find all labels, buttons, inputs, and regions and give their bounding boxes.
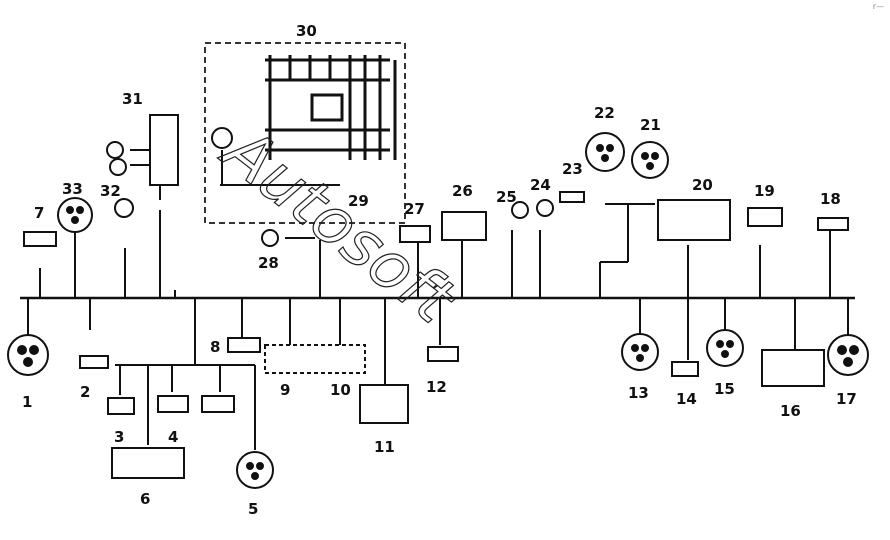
round-connector-icon xyxy=(706,329,744,367)
callout-5: 5 xyxy=(248,500,258,518)
callout-26: 26 xyxy=(452,182,473,200)
rect-connector-icon xyxy=(201,395,235,413)
rect-connector-icon xyxy=(747,207,783,227)
callout-labels: 1 2 3 4 5 6 7 8 9 10 11 12 13 14 15 16 1… xyxy=(22,22,857,518)
rect-connector-icon xyxy=(264,344,366,374)
callout-25: 25 xyxy=(496,188,517,206)
round-connector-icon xyxy=(7,334,49,376)
callout-29: 29 xyxy=(348,192,369,210)
callout-33: 33 xyxy=(62,180,83,198)
callout-30: 30 xyxy=(296,22,317,40)
rect-connector-icon xyxy=(359,384,409,424)
rect-connector-icon xyxy=(79,355,109,369)
callout-8: 8 xyxy=(210,338,220,356)
callout-22: 22 xyxy=(594,104,615,122)
callout-23: 23 xyxy=(562,160,583,178)
switch-icon xyxy=(109,158,127,176)
switch-icon xyxy=(106,141,124,159)
relay-icon xyxy=(149,114,179,186)
rect-connector-icon xyxy=(671,361,699,377)
callout-1: 1 xyxy=(22,393,32,411)
fuse-box-outline xyxy=(204,42,406,224)
callout-19: 19 xyxy=(754,182,775,200)
callout-7: 7 xyxy=(34,204,44,222)
callout-14: 14 xyxy=(676,390,697,408)
switch-icon xyxy=(211,127,233,149)
rect-connector-icon xyxy=(761,349,825,387)
callout-16: 16 xyxy=(780,402,801,420)
callout-2: 2 xyxy=(80,383,90,401)
callout-18: 18 xyxy=(820,190,841,208)
corner-mark: r— xyxy=(872,2,884,11)
round-connector-icon xyxy=(621,333,659,371)
rect-connector-icon xyxy=(441,211,487,241)
switch-icon xyxy=(511,201,529,219)
switch-icon xyxy=(536,199,554,217)
fuse-block-icon xyxy=(265,55,397,160)
callout-3: 3 xyxy=(114,428,124,446)
callout-32: 32 xyxy=(100,182,121,200)
callout-6: 6 xyxy=(140,490,150,508)
callout-12: 12 xyxy=(426,378,447,396)
rect-connector-icon xyxy=(817,217,849,231)
switch-icon xyxy=(261,229,279,247)
rect-connector-icon xyxy=(111,447,185,479)
callout-9: 9 xyxy=(280,381,290,399)
callout-24: 24 xyxy=(530,176,551,194)
rect-connector-icon xyxy=(399,225,431,243)
rect-connector-icon xyxy=(157,395,189,413)
callout-4: 4 xyxy=(168,428,178,446)
callout-27: 27 xyxy=(404,200,425,218)
rect-connector-icon xyxy=(107,397,135,415)
round-connector-icon xyxy=(585,132,625,172)
switch-icon xyxy=(559,191,585,203)
callout-15: 15 xyxy=(714,380,735,398)
callout-20: 20 xyxy=(692,176,713,194)
rect-connector-icon xyxy=(227,337,261,353)
callout-28: 28 xyxy=(258,254,279,272)
callout-31: 31 xyxy=(122,90,143,108)
rect-connector-icon xyxy=(657,199,731,241)
switch-icon xyxy=(114,198,134,218)
round-connector-icon xyxy=(827,334,869,376)
rect-connector-icon xyxy=(23,231,57,247)
callout-10: 10 xyxy=(330,381,351,399)
rect-connector-icon xyxy=(427,346,459,362)
callout-11: 11 xyxy=(374,438,395,456)
callout-13: 13 xyxy=(628,384,649,402)
round-connector-icon xyxy=(631,141,669,179)
round-connector-icon xyxy=(236,451,274,489)
callout-17: 17 xyxy=(836,390,857,408)
callout-21: 21 xyxy=(640,116,661,134)
round-connector-icon xyxy=(57,197,93,233)
